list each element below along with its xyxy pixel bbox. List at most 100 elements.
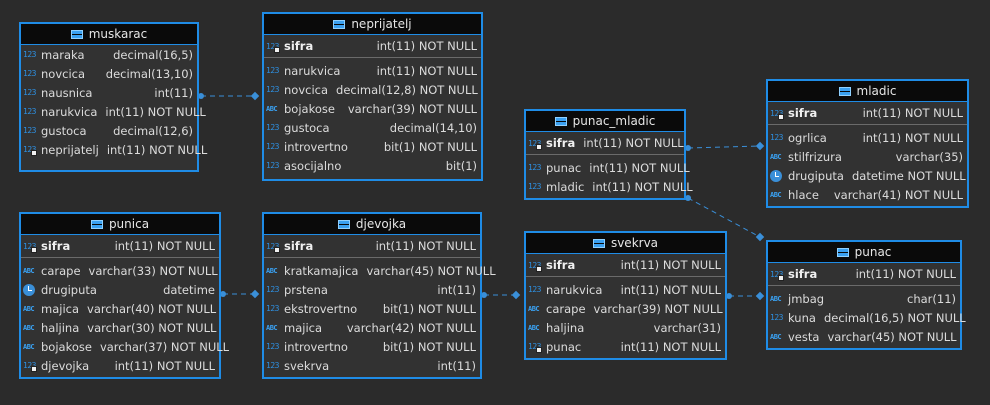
table-icon bbox=[592, 238, 605, 248]
column-type: int(11) NOT NULL bbox=[620, 258, 721, 272]
text-type-icon: ABC bbox=[23, 266, 35, 275]
column-name: sifra bbox=[284, 39, 314, 53]
column-name: sifra bbox=[546, 258, 576, 272]
text-type-icon: ABC bbox=[23, 304, 35, 313]
link-punac_mladic-punac bbox=[687, 197, 761, 238]
numeric-type-icon: 123 bbox=[266, 304, 279, 313]
primary-key-icon: 123 bbox=[528, 139, 546, 150]
column-type: bit(1) NOT NULL bbox=[382, 301, 476, 316]
numeric-type-icon: 123 bbox=[23, 107, 36, 116]
column-name: kratkamajica bbox=[284, 263, 359, 278]
link-diamond bbox=[250, 91, 260, 101]
column-type: decimal(13,10) bbox=[105, 66, 193, 81]
column-type: decimal(12,8) NOT NULL bbox=[336, 82, 478, 97]
table-header[interactable]: neprijatelj bbox=[264, 14, 481, 35]
column-type: varchar(33) NOT NULL bbox=[88, 263, 218, 278]
link-dot bbox=[685, 145, 691, 151]
column-type: decimal(12,6) bbox=[113, 123, 193, 138]
column-type: varchar(31) bbox=[653, 320, 721, 335]
primary-key-icon: 123 bbox=[528, 261, 546, 272]
numeric-type-icon: 123 bbox=[266, 361, 279, 370]
table-header[interactable]: mladic bbox=[768, 81, 967, 102]
numeric-type-icon: 123 bbox=[266, 285, 279, 294]
column-type: int(11) NOT NULL bbox=[592, 179, 693, 194]
table-title: punac bbox=[854, 245, 892, 259]
table-icon bbox=[337, 219, 350, 229]
column-name: jmbag bbox=[788, 291, 825, 306]
table-header[interactable]: svekrva bbox=[526, 233, 725, 254]
primary-key-icon: 123 bbox=[770, 109, 788, 120]
text-type-icon: ABC bbox=[770, 190, 782, 199]
table-header[interactable]: muskarac bbox=[21, 24, 197, 45]
numeric-type-icon: 123 bbox=[266, 161, 279, 170]
table-header[interactable]: punica bbox=[21, 214, 219, 235]
numeric-type-icon: 123 bbox=[266, 66, 279, 75]
column-name: sifra bbox=[788, 267, 818, 281]
numeric-type-icon: 123 bbox=[266, 85, 279, 94]
link-diamond bbox=[511, 290, 521, 300]
table-icon bbox=[90, 219, 103, 229]
table-header[interactable]: punac bbox=[768, 242, 960, 263]
table-header[interactable]: punac_mladic bbox=[526, 111, 684, 132]
column-type: varchar(39) NOT NULL bbox=[347, 101, 477, 116]
text-type-icon: ABC bbox=[528, 304, 540, 313]
column-type: varchar(45) NOT NULL bbox=[827, 329, 957, 344]
numeric-type-icon: 123 bbox=[23, 88, 36, 97]
column-name: narukvica bbox=[41, 104, 98, 119]
column-name: stilfrizura bbox=[788, 149, 842, 164]
table-header[interactable]: djevojka bbox=[264, 214, 480, 235]
